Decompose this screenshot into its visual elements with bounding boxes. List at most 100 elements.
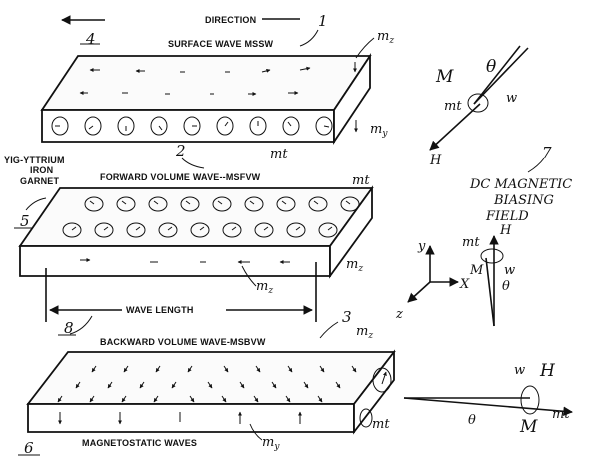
magnetostatic-label: MAGNETOSTATIC WAVES — [82, 438, 197, 448]
precession-circle — [126, 222, 146, 238]
forward-wave-label: FORWARD VOLUME WAVE--MSFVW — [100, 172, 261, 182]
ref-number-6: 6 — [24, 439, 34, 457]
x-axis-label: X — [459, 277, 470, 292]
mt-label-sketch-bottom: mt — [552, 407, 570, 422]
z-axis — [407, 281, 431, 303]
slab3-arrow — [153, 395, 159, 403]
slab3-arrow — [89, 395, 95, 403]
precession-circle — [62, 222, 82, 238]
ref-number-3: 3 — [342, 308, 352, 326]
precession-tick — [249, 200, 255, 205]
slab3-arrow — [285, 395, 291, 403]
slab3-top-face — [26, 351, 396, 405]
precession-circle — [249, 116, 267, 136]
slab3-arrow — [121, 395, 127, 403]
precession-circle-top — [467, 93, 489, 113]
slab1-precession-circles — [51, 116, 333, 136]
slab3-arrow — [189, 395, 195, 403]
precession-circle — [84, 196, 104, 212]
coordinate-axes: y X z — [395, 239, 470, 322]
mz-label-top: mz — [377, 29, 394, 46]
yig-line2: IRON — [30, 165, 53, 175]
slab3-front-arrows — [58, 411, 302, 425]
slab3-arrow — [317, 395, 323, 403]
slab2-front-arrows — [80, 258, 290, 264]
precession-circle — [244, 196, 264, 212]
slab3-arrow — [155, 365, 161, 373]
precession-tick — [135, 226, 141, 231]
slab3-arrow — [107, 381, 113, 389]
wavelength-dimension: WAVE LENGTH 8 — [45, 262, 317, 337]
slab1-surface-arrows — [79, 62, 357, 96]
precession-circle — [216, 116, 234, 136]
slab-surface-wave — [40, 53, 372, 145]
slab1-top-face — [40, 55, 372, 111]
ref-number-5: 5 — [20, 212, 30, 230]
theta-label-bottom: θ — [468, 413, 476, 428]
wave-length-label: WAVE LENGTH — [126, 305, 194, 315]
slab3-arrow — [239, 381, 245, 389]
slab3-arrow — [303, 381, 309, 389]
precession-circle — [94, 222, 114, 238]
H-label-middle: H — [499, 223, 512, 238]
precession-tick — [121, 200, 127, 205]
M-label-bottom: M — [519, 417, 538, 437]
theta-label-middle: θ — [502, 279, 510, 294]
H-label-top: H — [429, 153, 442, 168]
slab3-arrow — [123, 365, 129, 373]
ref-number-2: 2 — [175, 142, 186, 160]
slab3-arrow — [187, 365, 193, 373]
my-label-bottom: my — [262, 435, 280, 452]
slab3-arrow — [207, 381, 213, 389]
H-vector-bottom — [403, 397, 573, 417]
precession-circle-middle — [480, 248, 504, 264]
slab3-arrow — [57, 395, 63, 403]
slab-forward-wave — [18, 185, 374, 279]
precession-tick — [167, 226, 173, 231]
backward-wave-label: BACKWARD VOLUME WAVE-MSBVW — [100, 337, 266, 347]
mt-label-middle: mt — [462, 235, 480, 250]
precession-circle — [180, 196, 200, 212]
slab3-arrow — [91, 365, 97, 373]
precession-circle — [158, 222, 178, 238]
mt-label-sketch-top: mt — [444, 99, 462, 114]
precession-tick — [88, 125, 94, 130]
mz-label-mid: mz — [256, 279, 273, 296]
precession-circle — [183, 116, 201, 136]
precession-circle — [116, 196, 136, 212]
surface-wave-label: SURFACE WAVE MSSW — [168, 39, 274, 49]
precession-circle — [315, 116, 333, 136]
M-vector-top — [473, 47, 529, 105]
precession-circle — [222, 222, 242, 238]
M-label-top: M — [435, 67, 454, 87]
slab3-arrow — [287, 365, 293, 373]
yig-label-group: YIG-YTTRIUM IRON GARNET 5 — [4, 155, 65, 230]
slab3-arrow — [221, 395, 227, 403]
precession-circle — [51, 116, 69, 136]
slab3-arrow — [351, 365, 357, 373]
precession-tick — [345, 200, 351, 205]
dc-line3: FIELD — [485, 209, 529, 224]
dc-field-note: 7 DC MAGNETIC BIASING FIELD — [469, 144, 572, 224]
direction-label: DIRECTION — [205, 15, 256, 25]
mt-label-top: mt — [270, 147, 288, 162]
precession-tick — [153, 200, 159, 205]
precession-circle — [84, 116, 102, 136]
slab3-surface-arrows — [57, 365, 357, 403]
precession-circle — [148, 196, 168, 212]
precession-tick — [313, 200, 319, 205]
mz-label-mid-right: mz — [346, 257, 363, 274]
mz-label-bottom: mz — [356, 324, 373, 341]
slab3-arrow — [335, 381, 341, 389]
mt-label-mid: mt — [352, 173, 370, 188]
ref-number-8: 8 — [64, 319, 74, 337]
yig-line3: GARNET — [20, 176, 60, 186]
M-label-middle: M — [469, 263, 484, 278]
precession-tick — [224, 121, 229, 127]
precession-circle — [286, 222, 306, 238]
slab3-arrow — [319, 365, 325, 373]
H-label-bottom: H — [539, 361, 556, 381]
slab3-arrow — [271, 381, 277, 389]
z-axis-label: z — [395, 307, 403, 322]
